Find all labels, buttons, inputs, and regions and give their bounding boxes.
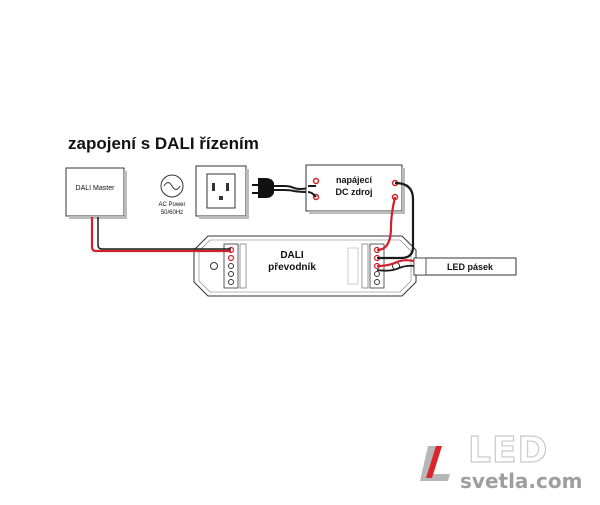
psu-label-line2: DC zdroj [336,187,373,197]
outlet-shadow-bottom [199,216,249,219]
led-strip-connector [413,257,427,276]
wires [90,181,415,272]
psu-input-wire-2 [307,191,317,198]
psu-label-line1: napájecí [336,175,373,185]
dali-master: DALI Master [65,167,127,219]
outlet-slot-right [226,183,229,191]
led-strip-label: LED pásek [447,262,494,272]
logo-l-shape [420,446,450,481]
led-wire-red [376,259,415,268]
outlet-shadow [246,169,249,219]
wall-outlet [195,165,249,219]
ac-power-line1: AC Power [158,202,185,208]
outlet-socket [206,173,236,209]
psu-shadow-bottom [309,211,405,214]
logo-mark [420,446,450,481]
converter-label-line1: DALI [280,250,304,261]
dali-master-box [65,167,125,217]
converter-housing [193,235,417,297]
dali-bus-wire-red [90,217,231,253]
logo-accent-stripe [426,446,442,478]
dali-bus-wire-black [97,217,231,250]
ac-power: AC Power 50/60Hz [158,174,186,216]
dali-converter: DALI převodník [193,235,417,297]
ac-power-circle [160,174,184,198]
psu: napájecí DC zdroj [305,164,405,214]
dali-master-shadow [124,171,127,219]
dali-master-label: DALI Master [76,185,116,192]
converter-label-line2: převodník [268,262,316,273]
psu-shadow [402,168,405,214]
ac-power-line2: 50/60Hz [161,210,183,216]
logo-url: svetla.com [460,469,583,493]
outlet-ground [219,196,223,200]
mount-hole-left [210,262,218,270]
sine-wave-icon [163,182,181,190]
power-plug-icon [252,178,309,198]
logo-brand: LED [467,430,549,471]
diagram-title: zapojení s DALI řízením [68,134,259,153]
psu-input-terminal-1 [312,177,320,185]
psu-output-wire-red [376,196,397,252]
led-wire-black [376,264,415,272]
psu-output-wire-black [377,181,415,260]
led-strip: LED pásek [413,257,517,276]
outlet-slot-left [212,183,215,191]
